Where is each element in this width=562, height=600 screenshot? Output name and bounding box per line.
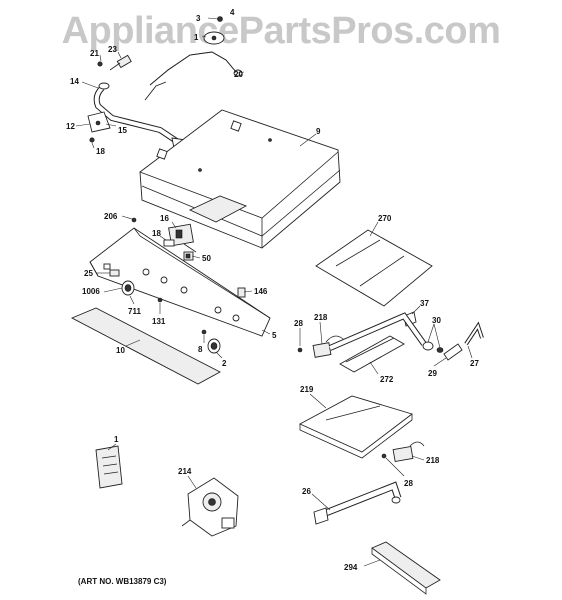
callout-12: 12 [66, 122, 75, 131]
part-burner-tube-upper[interactable] [328, 312, 427, 351]
callout-294: 294 [344, 563, 358, 572]
part-bracket-15[interactable] [87, 111, 111, 133]
part-screw-131[interactable] [157, 297, 163, 303]
part-gas-tube-top[interactable] [144, 51, 243, 101]
part-broil-burner-272[interactable] [339, 335, 405, 373]
part-rail-294[interactable] [371, 541, 441, 595]
part-manifold-tube-14[interactable] [93, 82, 180, 145]
callout-214: 214 [178, 467, 192, 476]
callout-18-top: 18 [96, 147, 105, 156]
part-control-panel-5[interactable] [89, 227, 271, 337]
part-valve-top[interactable] [203, 16, 225, 45]
callout-711: 711 [128, 307, 141, 316]
callout-28-upper: 28 [294, 319, 303, 328]
callout-270: 270 [378, 214, 392, 223]
part-bake-shield-219[interactable] [298, 395, 413, 459]
part-knob-711[interactable] [121, 280, 135, 296]
callout-25: 25 [84, 269, 93, 278]
part-regulator-214[interactable] [181, 477, 239, 537]
callout-5: 5 [272, 331, 277, 340]
callout-26: 26 [302, 487, 311, 496]
leader-lines [75, 17, 473, 567]
callout-21: 21 [90, 49, 99, 58]
part-burner-box-9[interactable] [139, 109, 341, 249]
callout-8: 8 [198, 345, 203, 354]
callout-37: 37 [420, 299, 429, 308]
callout-9: 9 [316, 127, 321, 136]
part-screw-18-top[interactable] [89, 137, 95, 143]
callout-206: 206 [104, 212, 118, 221]
part-screw-8[interactable] [201, 329, 207, 335]
part-knob-25[interactable] [109, 269, 120, 277]
callout-10: 10 [116, 346, 125, 355]
callout-3: 3 [196, 14, 201, 23]
watermark-text: AppliancePartsPros.com [61, 10, 501, 52]
art-number: (ART NO. WB13879 C3) [78, 577, 167, 586]
callout-1006: 1006 [82, 287, 100, 296]
callout-218-upper: 218 [314, 313, 328, 322]
part-bake-burner-26[interactable] [313, 481, 402, 525]
callout-27: 27 [470, 359, 479, 368]
part-igniter-switch-16[interactable] [168, 223, 197, 253]
callout-18-mid: 18 [152, 229, 161, 238]
part-screw-21[interactable] [97, 61, 103, 67]
part-screw-28-lower[interactable] [381, 453, 387, 459]
callout-16: 16 [160, 214, 169, 223]
callout-1-top: 1 [194, 33, 199, 42]
part-clip-18-mid[interactable] [163, 239, 175, 247]
part-manual-1[interactable] [95, 445, 123, 489]
part-screw-206[interactable] [131, 217, 137, 223]
callout-50: 50 [202, 254, 211, 263]
part-heat-shield-270[interactable] [315, 229, 433, 307]
part-knob-2[interactable] [207, 338, 221, 354]
callout-4: 4 [230, 8, 235, 17]
part-trim-strip-10[interactable] [70, 307, 221, 385]
part-orifice-29[interactable] [443, 343, 463, 361]
callout-14: 14 [70, 77, 79, 86]
part-screw-28-upper[interactable] [297, 347, 303, 353]
callout-1: 1 [114, 435, 119, 444]
callout-23: 23 [108, 45, 117, 54]
callout-219: 219 [300, 385, 314, 394]
part-orifice-23[interactable] [109, 54, 132, 71]
callout-146: 146 [254, 287, 268, 296]
part-switch-50[interactable] [183, 251, 194, 261]
callout-131: 131 [152, 317, 166, 326]
part-bracket-146[interactable] [237, 287, 246, 298]
callout-labels: 3 4 1 23 21 14 20 12 15 18 9 206 16 18 5… [66, 8, 479, 572]
callout-272: 272 [380, 375, 394, 384]
callout-218-lower: 218 [426, 456, 440, 465]
callout-20: 20 [234, 70, 243, 79]
callout-28-lower: 28 [404, 479, 413, 488]
callout-15: 15 [118, 126, 127, 135]
part-igniter-218-lower[interactable] [392, 441, 425, 462]
callout-2: 2 [222, 359, 227, 368]
part-tube-27[interactable] [464, 321, 484, 346]
callout-30: 30 [432, 316, 441, 325]
callout-29: 29 [428, 369, 437, 378]
